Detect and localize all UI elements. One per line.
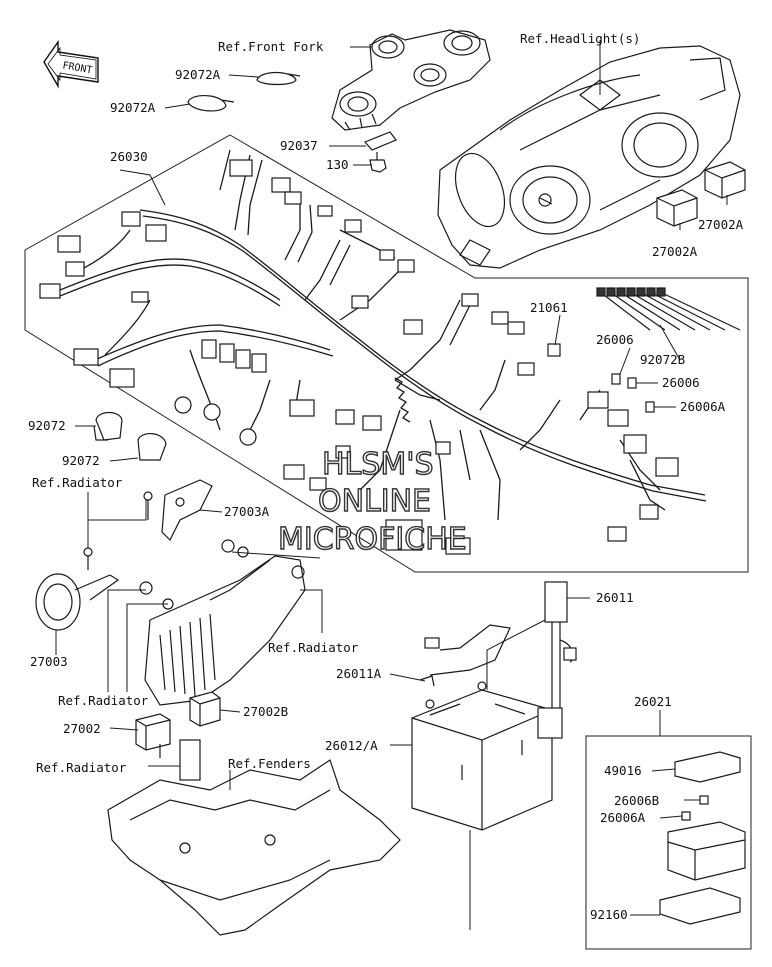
label-26011A: 26011A xyxy=(336,666,382,681)
battery-lead-26011 xyxy=(537,581,577,739)
plate-92037 xyxy=(363,131,397,151)
washer-1 xyxy=(221,539,235,553)
label-26006A: 26006A xyxy=(680,399,726,414)
label-ref-radiator-3: Ref.Radiator xyxy=(58,693,149,708)
band-92072-upper xyxy=(93,411,123,441)
label-92072B: 92072B xyxy=(640,352,685,367)
label-26006B: 26006B xyxy=(614,793,659,808)
label-26012A: 26012/A xyxy=(325,738,378,753)
label-ref-front-fork: Ref.Front Fork xyxy=(218,39,324,54)
label-26006A-2: 26006A xyxy=(600,810,646,825)
relay-27002 xyxy=(135,713,171,758)
horn-27003 xyxy=(35,547,120,631)
relay-bracket xyxy=(179,739,201,781)
label-26021: 26021 xyxy=(634,694,672,709)
front-arrow-icon: FRONT xyxy=(43,39,99,89)
bolt-130 xyxy=(369,152,387,173)
label-92037: 92037 xyxy=(280,138,318,153)
main-wiring-harness xyxy=(59,149,707,521)
label-ref-headlights: Ref.Headlight(s) xyxy=(520,31,640,46)
band-92072A-bottom xyxy=(187,95,235,112)
washer-3 xyxy=(139,581,153,595)
relay-27002B xyxy=(189,691,221,727)
radiator-drawing xyxy=(144,555,306,706)
label-27003A: 27003A xyxy=(224,504,270,519)
band-92072A-top xyxy=(256,71,301,86)
rear-fender-drawing xyxy=(107,759,401,936)
label-ref-radiator-4: Ref.Radiator xyxy=(36,760,127,775)
label-26006-2: 26006 xyxy=(662,375,700,390)
watermark-line-2: ONLINE xyxy=(318,484,431,519)
band-92072-lower xyxy=(137,433,167,461)
relay-kit-contents xyxy=(659,751,746,925)
part-labels: Ref.Front Fork Ref.Headlight(s) 92072A 9… xyxy=(28,31,744,922)
label-27002A-1: 27002A xyxy=(698,217,744,232)
label-26011: 26011 xyxy=(596,590,634,605)
cable-ties-92072B xyxy=(596,287,741,331)
headlight-drawing xyxy=(437,45,741,269)
horn-bracket-27003A xyxy=(143,479,213,542)
triple-clamp-drawing xyxy=(331,29,491,131)
label-27002B: 27002B xyxy=(243,704,288,719)
watermark: HLSM'S ONLINE MICROFICHE xyxy=(277,446,467,557)
watermark-line-1: HLSM'S xyxy=(322,447,434,482)
label-26030: 26030 xyxy=(110,149,148,164)
label-ref-fenders: Ref.Fenders xyxy=(228,756,311,771)
washer-2 xyxy=(237,546,249,558)
label-92072-1: 92072 xyxy=(28,418,66,433)
label-21061: 21061 xyxy=(530,300,568,315)
label-26006-1: 26006 xyxy=(596,332,634,347)
label-92072A-1: 92072A xyxy=(175,67,221,82)
label-ref-radiator-2: Ref.Radiator xyxy=(268,640,359,655)
battery-26012 xyxy=(411,681,553,831)
harness-connectors xyxy=(39,159,679,555)
watermark-line-3: MICROFICHE xyxy=(278,522,467,557)
label-27003: 27003 xyxy=(30,654,68,669)
label-27002: 27002 xyxy=(63,721,101,736)
fuses-26006 xyxy=(611,373,655,413)
label-130: 130 xyxy=(326,157,349,172)
label-ref-radiator-1: Ref.Radiator xyxy=(32,475,123,490)
relay-27002A-lower xyxy=(656,189,698,227)
label-27002A-2: 27002A xyxy=(652,244,698,259)
label-92072A-2: 92072A xyxy=(110,100,156,115)
label-92072-2: 92072 xyxy=(62,453,100,468)
leader-lines xyxy=(55,40,728,930)
relay-27002A-upper xyxy=(704,161,746,199)
label-92160: 92160 xyxy=(590,907,628,922)
relay-kit-frame xyxy=(585,735,752,950)
front-arrow-label: FRONT xyxy=(62,60,94,76)
label-49016: 49016 xyxy=(604,763,642,778)
harness-group-frame xyxy=(24,134,749,573)
battery-lead-26011A xyxy=(419,624,511,687)
